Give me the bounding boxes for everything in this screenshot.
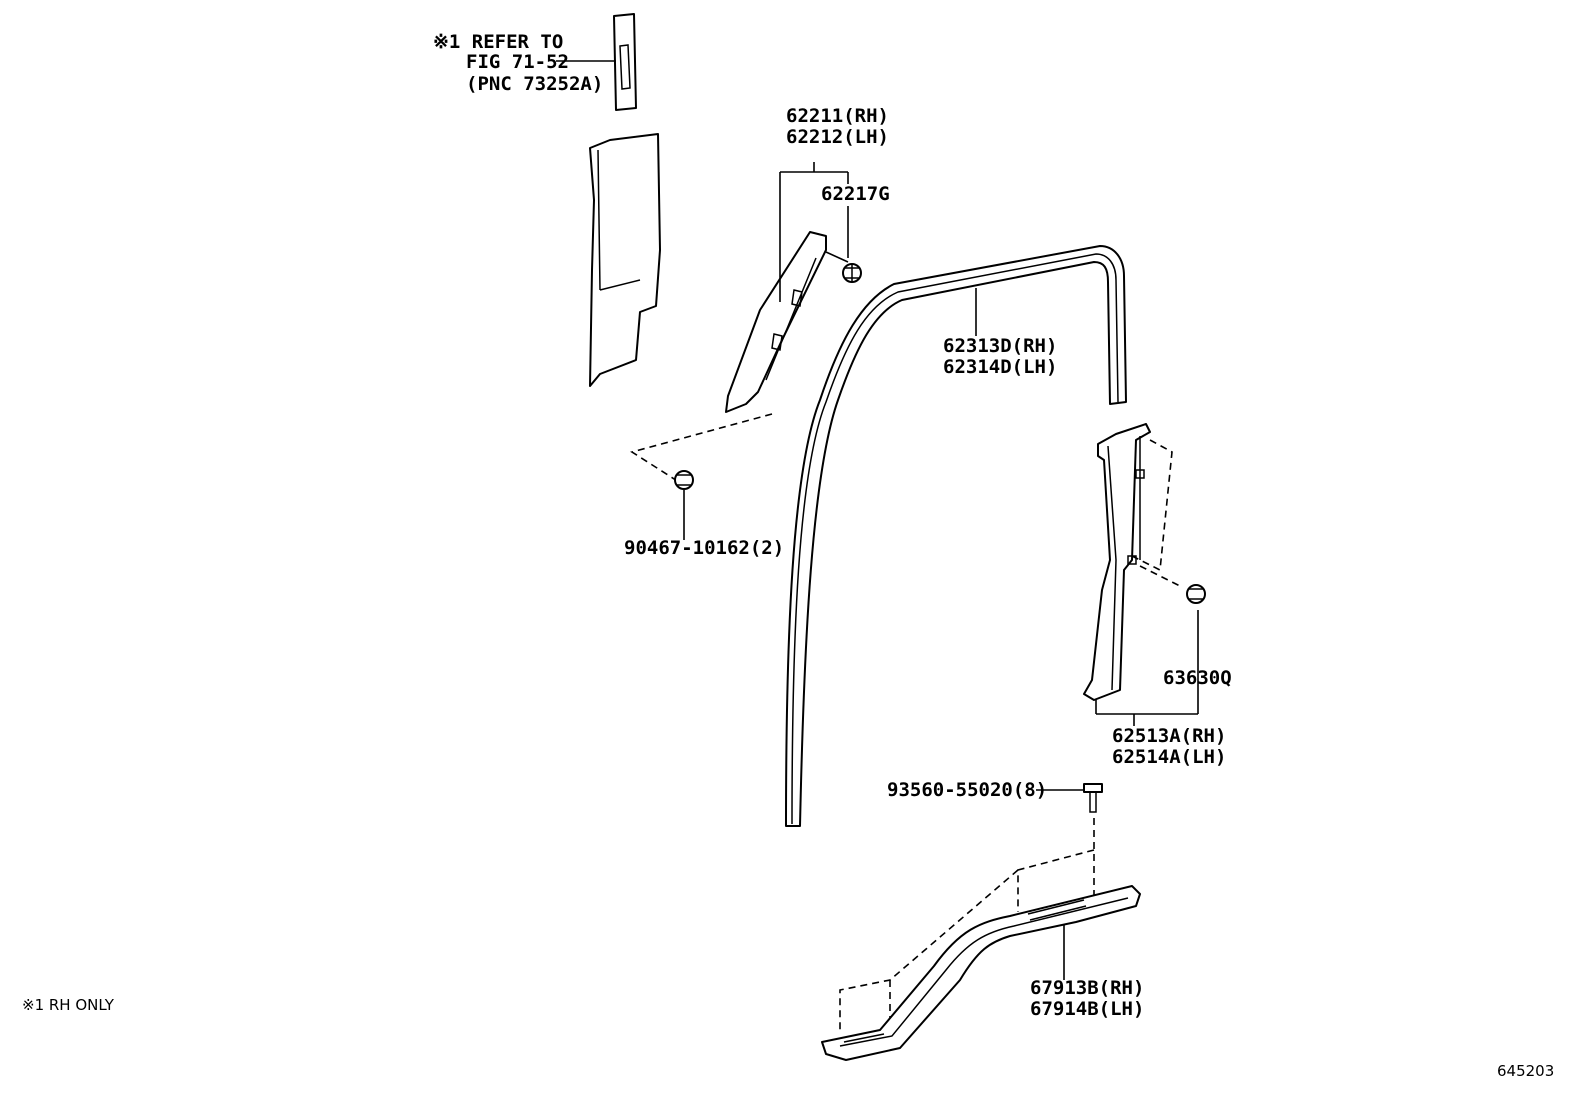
clip-63630q bbox=[1186, 584, 1206, 604]
label-62513a[interactable]: 62513A(RH) bbox=[1112, 725, 1227, 747]
label-63630q[interactable]: 63630Q bbox=[1163, 667, 1232, 689]
label-62313d[interactable]: 62313D(RH) bbox=[943, 335, 1058, 357]
label-62212[interactable]: 62212(LH) bbox=[786, 126, 889, 148]
label-93560[interactable]: 93560-55020(8) bbox=[887, 779, 1048, 801]
label-62514a[interactable]: 62514A(LH) bbox=[1112, 746, 1227, 768]
clip-62217g bbox=[842, 263, 862, 283]
label-62217g[interactable]: 62217G bbox=[821, 183, 890, 205]
upper-pillar-garnish bbox=[589, 133, 661, 387]
lower-pillar-garnish-62513a bbox=[1083, 423, 1199, 726]
refer-note-line1: ※1 REFER TO bbox=[433, 31, 564, 53]
refer-trim-piece bbox=[556, 13, 637, 111]
footnote-rh-only: ※1 RH ONLY bbox=[22, 996, 114, 1014]
label-67914b[interactable]: 67914B(LH) bbox=[1030, 998, 1145, 1020]
label-90467[interactable]: 90467-10162(2) bbox=[624, 537, 785, 559]
figure-number: 645203 bbox=[1497, 1062, 1555, 1080]
weatherstrip-62313d bbox=[785, 245, 1127, 827]
refer-note-line3: (PNC 73252A) bbox=[466, 73, 604, 95]
scuff-plate-67913b bbox=[821, 885, 1141, 1061]
label-62211[interactable]: 62211(RH) bbox=[786, 105, 889, 127]
clip-90467 bbox=[674, 470, 694, 540]
label-67913b[interactable]: 67913B(RH) bbox=[1030, 977, 1145, 999]
pillar-garnish-62211 bbox=[630, 162, 849, 485]
label-62314d[interactable]: 62314D(LH) bbox=[943, 356, 1058, 378]
screw-93560 bbox=[839, 783, 1103, 1032]
refer-note-line2: FIG 71-52 bbox=[466, 51, 569, 73]
